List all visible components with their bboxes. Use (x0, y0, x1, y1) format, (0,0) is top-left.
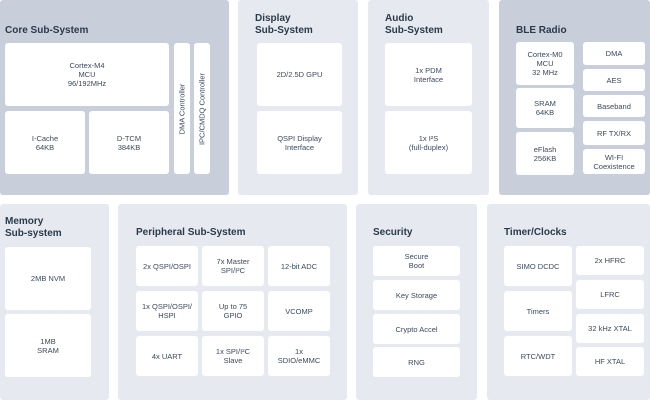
crypto-accel-box: Crypto Accel (373, 314, 460, 344)
32khz-xtal-box: 32 kHz XTAL (576, 314, 644, 343)
cortex-m4-mcu-box: Cortex-M4 MCU 96/192MHz (5, 43, 169, 106)
ble-radio-panel: BLE Radio Cortex-M0 MCU 32 MHz SRAM 64KB… (499, 0, 650, 195)
nvm-box: 2MB NVM (5, 247, 91, 310)
i2s-box: 1x I²S (full-duplex) (385, 111, 472, 174)
ipc-cmdq-controller-box: IPC/CMDQ Controller (194, 43, 210, 174)
peripheral-item: 1x SDIO/eMMC (268, 336, 330, 376)
hfrc-box: 2x HFRC (576, 246, 644, 275)
ipc-cmdq-controller-label: IPC/CMDQ Controller (197, 72, 207, 145)
wifi-coexistence-box: WI-FI Coexistence (583, 149, 645, 174)
core-subsystem-title: Core Sub-System (5, 25, 89, 36)
security-title: Security (373, 227, 413, 238)
gpu-box: 2D/2.5D GPU (257, 43, 342, 106)
hf-xtal-box: HF XTAL (576, 347, 644, 376)
rf-txrx-box: RF TX/RX (583, 121, 645, 145)
peripheral-item: VCOMP (268, 291, 330, 331)
baseband-box: Baseband (583, 95, 645, 117)
timer-clocks-panel: Timer/Clocks SIMO DCDC Timers RTC/WDT 2x… (487, 204, 650, 400)
peripheral-subsystem-panel: Peripheral Sub-System 2x QSPI/OSPI 7x Ma… (118, 204, 347, 400)
icache-box: I-Cache 64KB (5, 111, 85, 174)
security-panel: Security Secure Boot Key Storage Crypto … (356, 204, 477, 400)
core-subsystem-panel: Core Sub-System Cortex-M4 MCU 96/192MHz … (0, 0, 229, 195)
audio-subsystem-title: Audio Sub-System (385, 13, 443, 36)
timer-clocks-title: Timer/Clocks (504, 227, 567, 238)
display-subsystem-panel: Display Sub-System 2D/2.5D GPU QSPI Disp… (238, 0, 358, 195)
peripheral-item: Up to 75 GPIO (202, 291, 264, 331)
rtc-wdt-box: RTC/WDT (504, 336, 572, 376)
secure-boot-box: Secure Boot (373, 246, 460, 276)
qspi-display-interface-box: QSPI Display Interface (257, 111, 342, 174)
pdm-interface-box: 1x PDM Interface (385, 43, 472, 106)
memory-sram-box: 1MB SRAM (5, 314, 91, 377)
peripheral-item: 1x QSPI/OSPI/ HSPI (136, 291, 198, 331)
peripheral-item: 2x QSPI/OSPI (136, 246, 198, 286)
dtcm-box: D-TCM 384KB (89, 111, 169, 174)
memory-subsystem-panel: Memory Sub-system 2MB NVM 1MB SRAM (0, 204, 109, 400)
audio-subsystem-panel: Audio Sub-System 1x PDM Interface 1x I²S… (368, 0, 489, 195)
peripheral-item: 7x Master SPI/I²C (202, 246, 264, 286)
dma-controller-label: DMA Controller (177, 83, 187, 134)
peripheral-subsystem-title: Peripheral Sub-System (136, 227, 246, 238)
timers-box: Timers (504, 291, 572, 331)
cortex-m0-mcu-box: Cortex-M0 MCU 32 MHz (516, 42, 574, 85)
key-storage-box: Key Storage (373, 280, 460, 310)
lfrc-box: LFRC (576, 280, 644, 309)
display-subsystem-title: Display Sub-System (255, 13, 313, 36)
ble-sram-box: SRAM 64KB (516, 88, 574, 128)
ble-dma-box: DMA (583, 42, 645, 65)
aes-box: AES (583, 69, 645, 91)
eflash-box: eFlash 256KB (516, 132, 574, 175)
peripheral-item: 4x UART (136, 336, 198, 376)
rng-box: RNG (373, 347, 460, 377)
peripheral-item: 1x SPI/I²C Slave (202, 336, 264, 376)
memory-subsystem-title: Memory Sub-system (5, 216, 62, 239)
dma-controller-box: DMA Controller (174, 43, 190, 174)
peripheral-item: 12-bit ADC (268, 246, 330, 286)
ble-radio-title: BLE Radio (516, 25, 567, 36)
simo-dcdc-box: SIMO DCDC (504, 246, 572, 286)
